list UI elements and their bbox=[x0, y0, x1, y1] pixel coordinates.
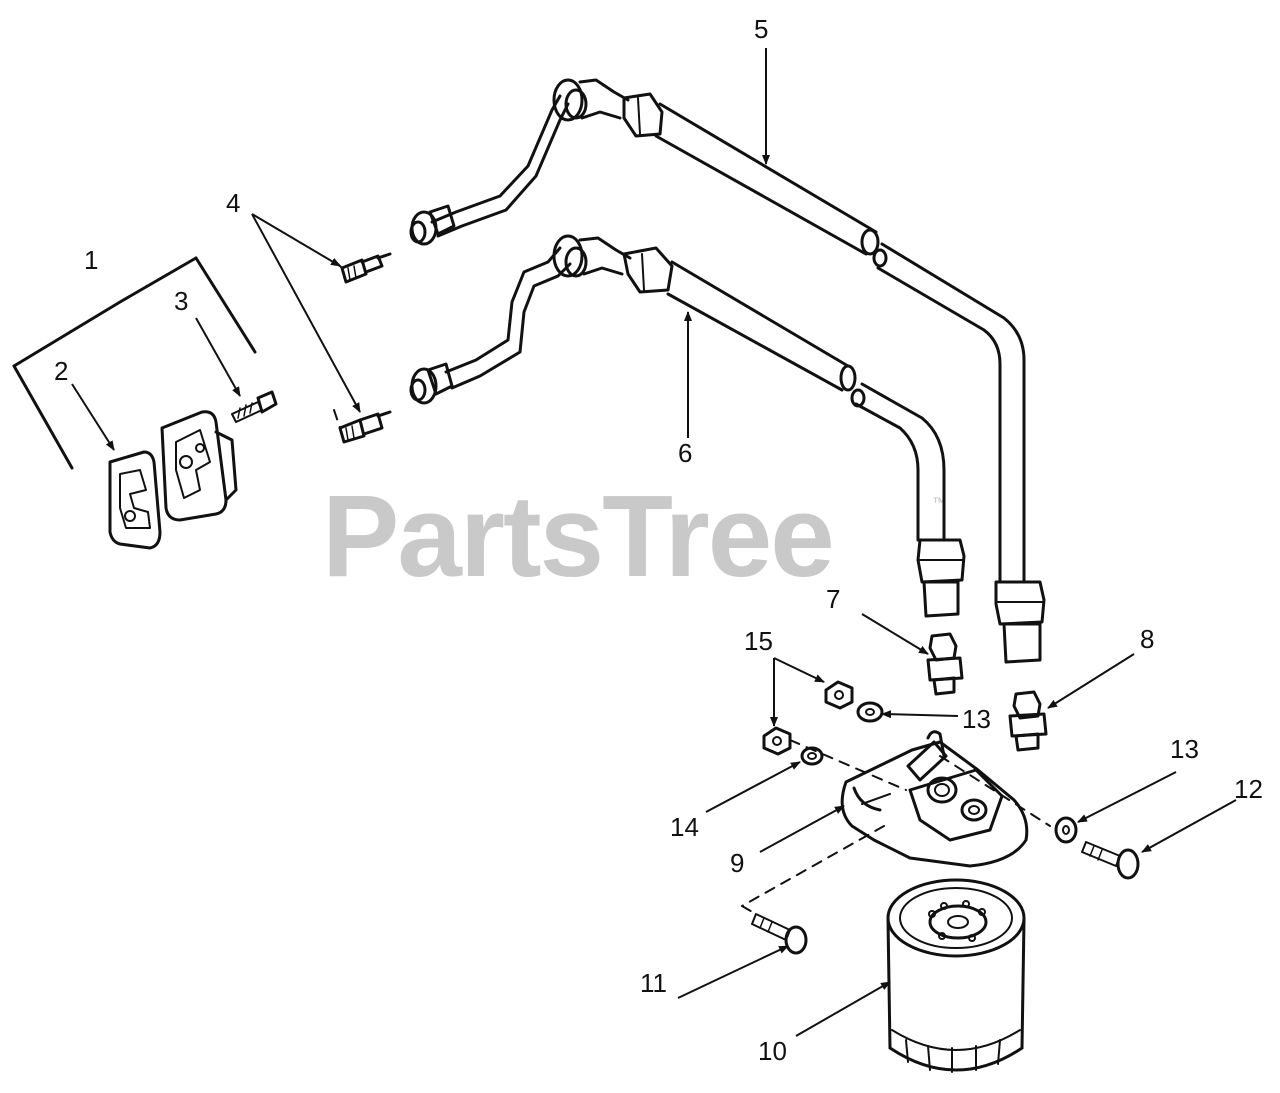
part-1-bracket bbox=[12, 256, 257, 470]
part-4-connector-upper[interactable] bbox=[340, 252, 392, 284]
callout-2[interactable]: 2 bbox=[54, 356, 69, 386]
leader-9 bbox=[759, 805, 845, 853]
part-13-washer-upper[interactable] bbox=[856, 701, 884, 723]
part-8-fitting[interactable] bbox=[1008, 690, 1048, 752]
callout-11[interactable]: 11 bbox=[640, 968, 667, 998]
part-6-oil-line[interactable] bbox=[409, 234, 966, 618]
leader-13b bbox=[1077, 771, 1177, 823]
part-15-nut-upper[interactable] bbox=[824, 680, 854, 710]
callout-15[interactable]: 15 bbox=[744, 626, 773, 656]
callout-13-upper[interactable]: 13 bbox=[962, 704, 991, 734]
leader-11 bbox=[677, 945, 789, 999]
leader-4a bbox=[251, 213, 341, 267]
watermark-text: PartsTree bbox=[322, 471, 835, 601]
leader-lines bbox=[71, 48, 1237, 1037]
part-7-fitting[interactable] bbox=[926, 632, 964, 696]
part-12-bolt[interactable] bbox=[1081, 841, 1140, 880]
leader-3 bbox=[195, 317, 241, 397]
callout-13-lower[interactable]: 13 bbox=[1170, 734, 1199, 764]
callout-7[interactable]: 7 bbox=[826, 584, 841, 614]
leader-4b bbox=[251, 213, 361, 413]
part-10-oil-filter[interactable] bbox=[886, 878, 1026, 1073]
part-13-washer-lower[interactable] bbox=[1054, 816, 1078, 844]
callout-9[interactable]: 9 bbox=[730, 848, 745, 878]
leader-10 bbox=[795, 981, 891, 1037]
callout-1[interactable]: 1 bbox=[84, 245, 99, 275]
part-11-bolt[interactable] bbox=[751, 913, 808, 955]
leader-13a bbox=[881, 710, 959, 719]
part-9-filter-adapter[interactable] bbox=[840, 730, 1029, 868]
leader-2 bbox=[71, 383, 115, 451]
leader-7 bbox=[861, 613, 929, 655]
partstree-watermark: PartsTree bbox=[322, 478, 835, 594]
callout-8[interactable]: 8 bbox=[1140, 624, 1155, 654]
callout-10[interactable]: 10 bbox=[758, 1036, 787, 1066]
assembly-guide-lines bbox=[333, 259, 1051, 915]
callout-6[interactable]: 6 bbox=[678, 438, 693, 468]
leader-12 bbox=[1141, 799, 1237, 853]
part-4-connector-lower[interactable] bbox=[338, 410, 392, 444]
callout-12[interactable]: 12 bbox=[1234, 774, 1263, 804]
part-14-washer[interactable] bbox=[800, 746, 824, 766]
callout-4[interactable]: 4 bbox=[226, 188, 241, 218]
part-3-screw[interactable] bbox=[231, 390, 278, 423]
callout-3[interactable]: 3 bbox=[174, 286, 189, 316]
callout-14[interactable]: 14 bbox=[670, 812, 699, 842]
leader-14 bbox=[705, 761, 801, 813]
leader-8 bbox=[1047, 653, 1135, 709]
leader-15b bbox=[773, 657, 825, 683]
part-15-nut-lower[interactable] bbox=[762, 726, 792, 756]
callout-5[interactable]: 5 bbox=[754, 14, 769, 44]
part-1-adapter-plate[interactable] bbox=[160, 410, 238, 522]
part-5-oil-line[interactable] bbox=[409, 78, 1046, 664]
part-2-gasket[interactable] bbox=[108, 450, 162, 550]
